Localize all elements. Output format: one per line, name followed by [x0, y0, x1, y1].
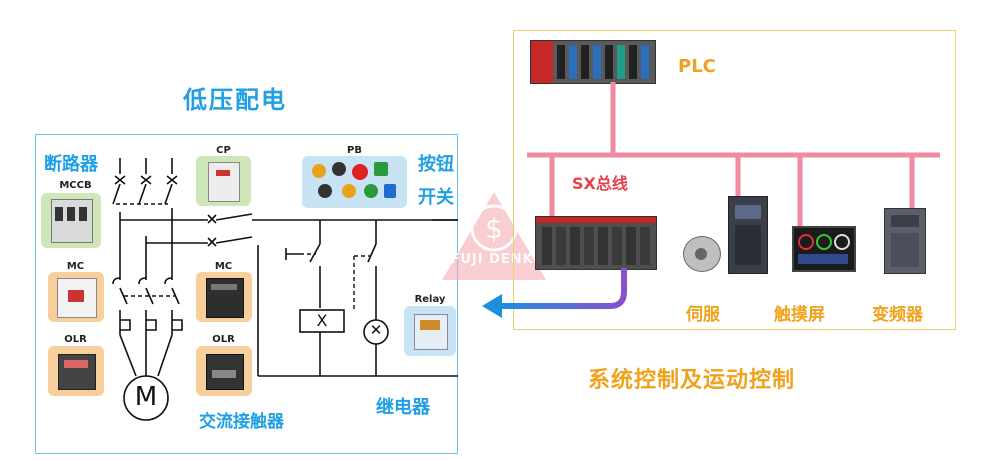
low-voltage-frame — [35, 134, 458, 454]
sx-rack — [535, 216, 657, 270]
olr-label-1: OLR — [64, 334, 87, 345]
olr-label-2: OLR — [212, 334, 235, 345]
touch-screen-label: 触摸屏 — [774, 305, 825, 325]
coil-symbol: X — [316, 311, 328, 330]
svg-text:$: $ — [485, 212, 503, 245]
relay-photo — [404, 306, 456, 356]
cp-label: CP — [216, 145, 231, 156]
watermark-text: FUJI DENKI — [450, 252, 540, 267]
relay-label: Relay — [414, 294, 446, 305]
inverter-label: 变频器 — [872, 305, 923, 325]
pb-photo — [302, 156, 407, 208]
low-voltage-title: 低压配电 — [183, 86, 287, 114]
control-frame — [513, 30, 956, 330]
mc-label-1: MC — [66, 261, 85, 272]
mc-label-2: MC — [214, 261, 233, 272]
lamp-symbol: ✕ — [369, 321, 383, 339]
servo-drive — [728, 196, 768, 274]
touch-screen — [792, 226, 856, 272]
inverter — [884, 208, 926, 274]
olr-photo-2 — [196, 346, 252, 396]
contactor-label: 交流接触器 — [199, 412, 284, 432]
mccb-photo — [41, 193, 101, 248]
sx-bus-label: SX总线 — [572, 174, 628, 193]
pb-label: PB — [347, 145, 362, 156]
breaker-label: 断路器 — [44, 154, 98, 175]
relay-cn-label: 继电器 — [376, 397, 430, 418]
mccb-label: MCCB — [59, 180, 92, 191]
cp-photo — [196, 156, 251, 206]
pushbutton-label-1: 按钮 — [418, 154, 454, 175]
motor-symbol: M — [134, 382, 158, 412]
fuji-denki-logo: $ — [442, 192, 546, 280]
system-control-subtitle: 系统控制及运动控制 — [588, 368, 796, 393]
plc-rack — [530, 40, 656, 84]
mc-photo-1 — [48, 272, 104, 322]
pushbutton-label-2: 开关 — [418, 187, 454, 208]
plc-label: PLC — [678, 56, 716, 77]
servo-motor — [683, 228, 729, 272]
mc-photo-2 — [196, 272, 252, 322]
olr-photo-1 — [48, 346, 104, 396]
servo-label: 伺服 — [686, 305, 720, 325]
